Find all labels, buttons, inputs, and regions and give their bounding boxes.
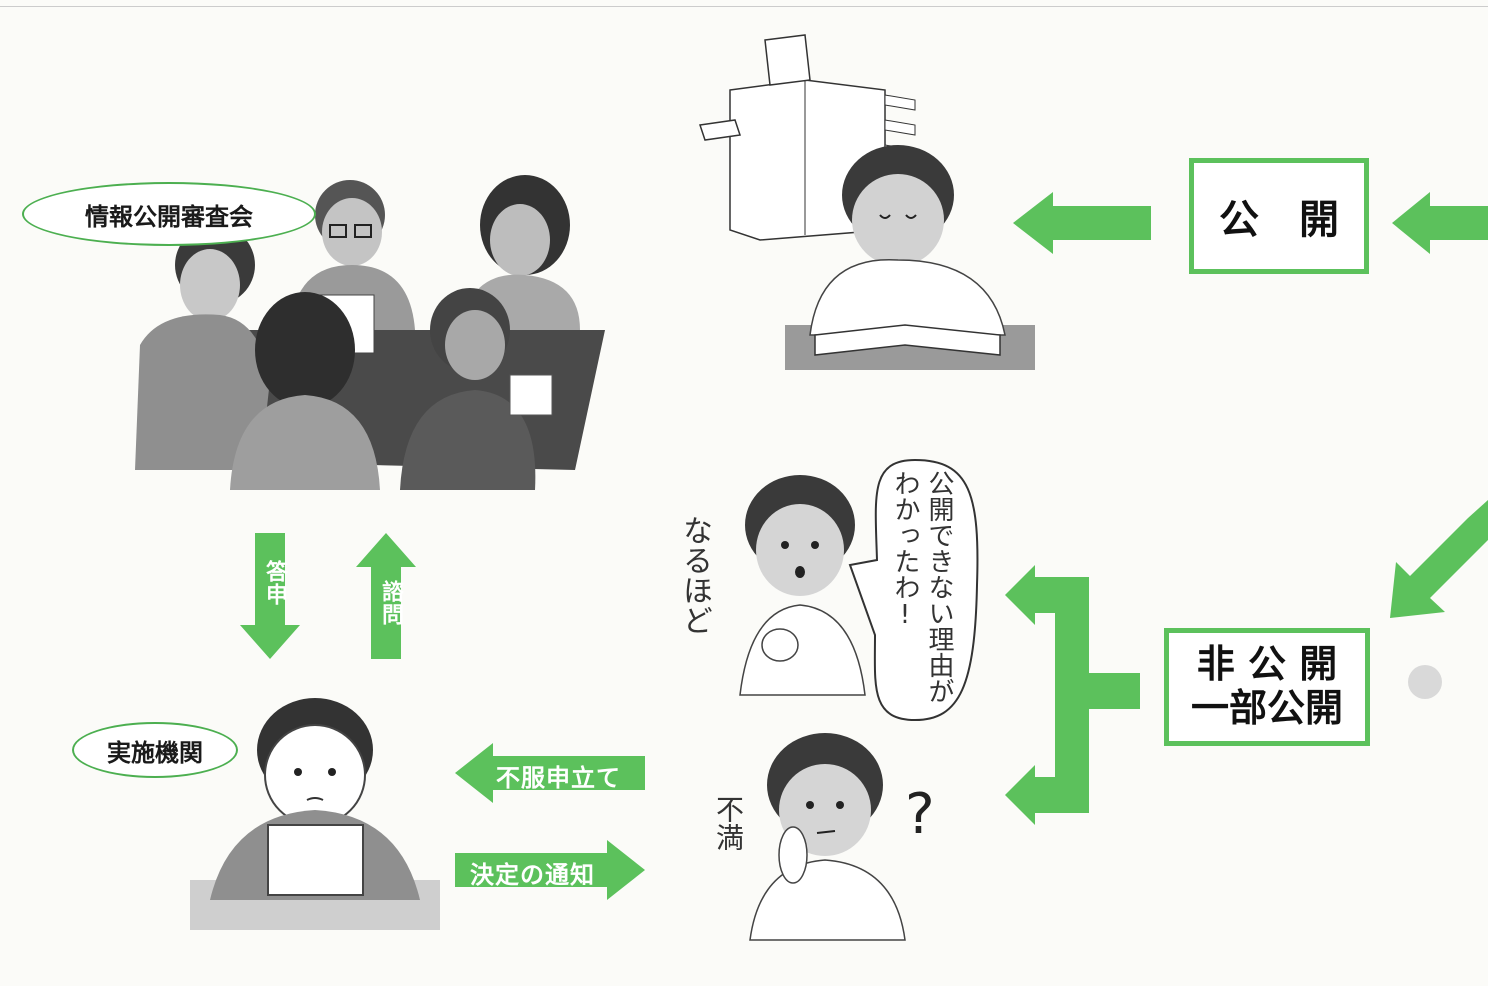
kettei-arrow	[455, 840, 645, 900]
fufuku-arrow	[455, 743, 645, 803]
copier-reading-girl-illustration	[699, 34, 1035, 370]
into-public-arrow	[1392, 192, 1488, 254]
dissatisfied-girl-illustration	[749, 733, 906, 941]
toshin-arrow	[240, 533, 300, 659]
speech-bubble-text: 公開できない理由がわかったわ!	[890, 470, 954, 704]
nonpublic-box: 非 公 開 一部公開	[1164, 628, 1370, 746]
council-meeting-illustration	[135, 175, 605, 490]
speech-bubble-shape	[848, 458, 979, 722]
fuman-text: 不満	[712, 795, 745, 851]
council-label-oval: 情報公開審査会	[22, 182, 316, 246]
kettei-label: 決定の通知	[470, 861, 595, 889]
branch-bracket-arrows	[1005, 565, 1140, 825]
naruhodo-text: なるほど	[677, 515, 712, 635]
agency-label-oval: 実施機関	[72, 722, 238, 778]
agency-official-illustration	[190, 698, 440, 930]
shimon-arrow	[356, 533, 416, 659]
top-rule	[0, 6, 1488, 7]
nodding-girl-illustration	[739, 475, 866, 696]
nonpublic-label-line1: 非 公 開	[1196, 642, 1338, 687]
public-box: 公 開	[1189, 158, 1369, 274]
into-nonpublic-arrow	[1390, 500, 1488, 618]
question-mark: ?	[905, 782, 935, 847]
fufuku-label: 不服申立て	[496, 764, 621, 792]
agency-label: 実施機関	[107, 738, 203, 767]
toshin-label: 答申	[262, 560, 287, 606]
punch-hole	[1408, 665, 1442, 699]
shimon-label: 諮問	[378, 580, 403, 626]
to-public-arrow	[1013, 192, 1151, 254]
nonpublic-label-line2: 一部公開	[1190, 686, 1343, 730]
council-label: 情報公開審査会	[85, 202, 253, 231]
public-label: 公 開	[1219, 197, 1339, 243]
